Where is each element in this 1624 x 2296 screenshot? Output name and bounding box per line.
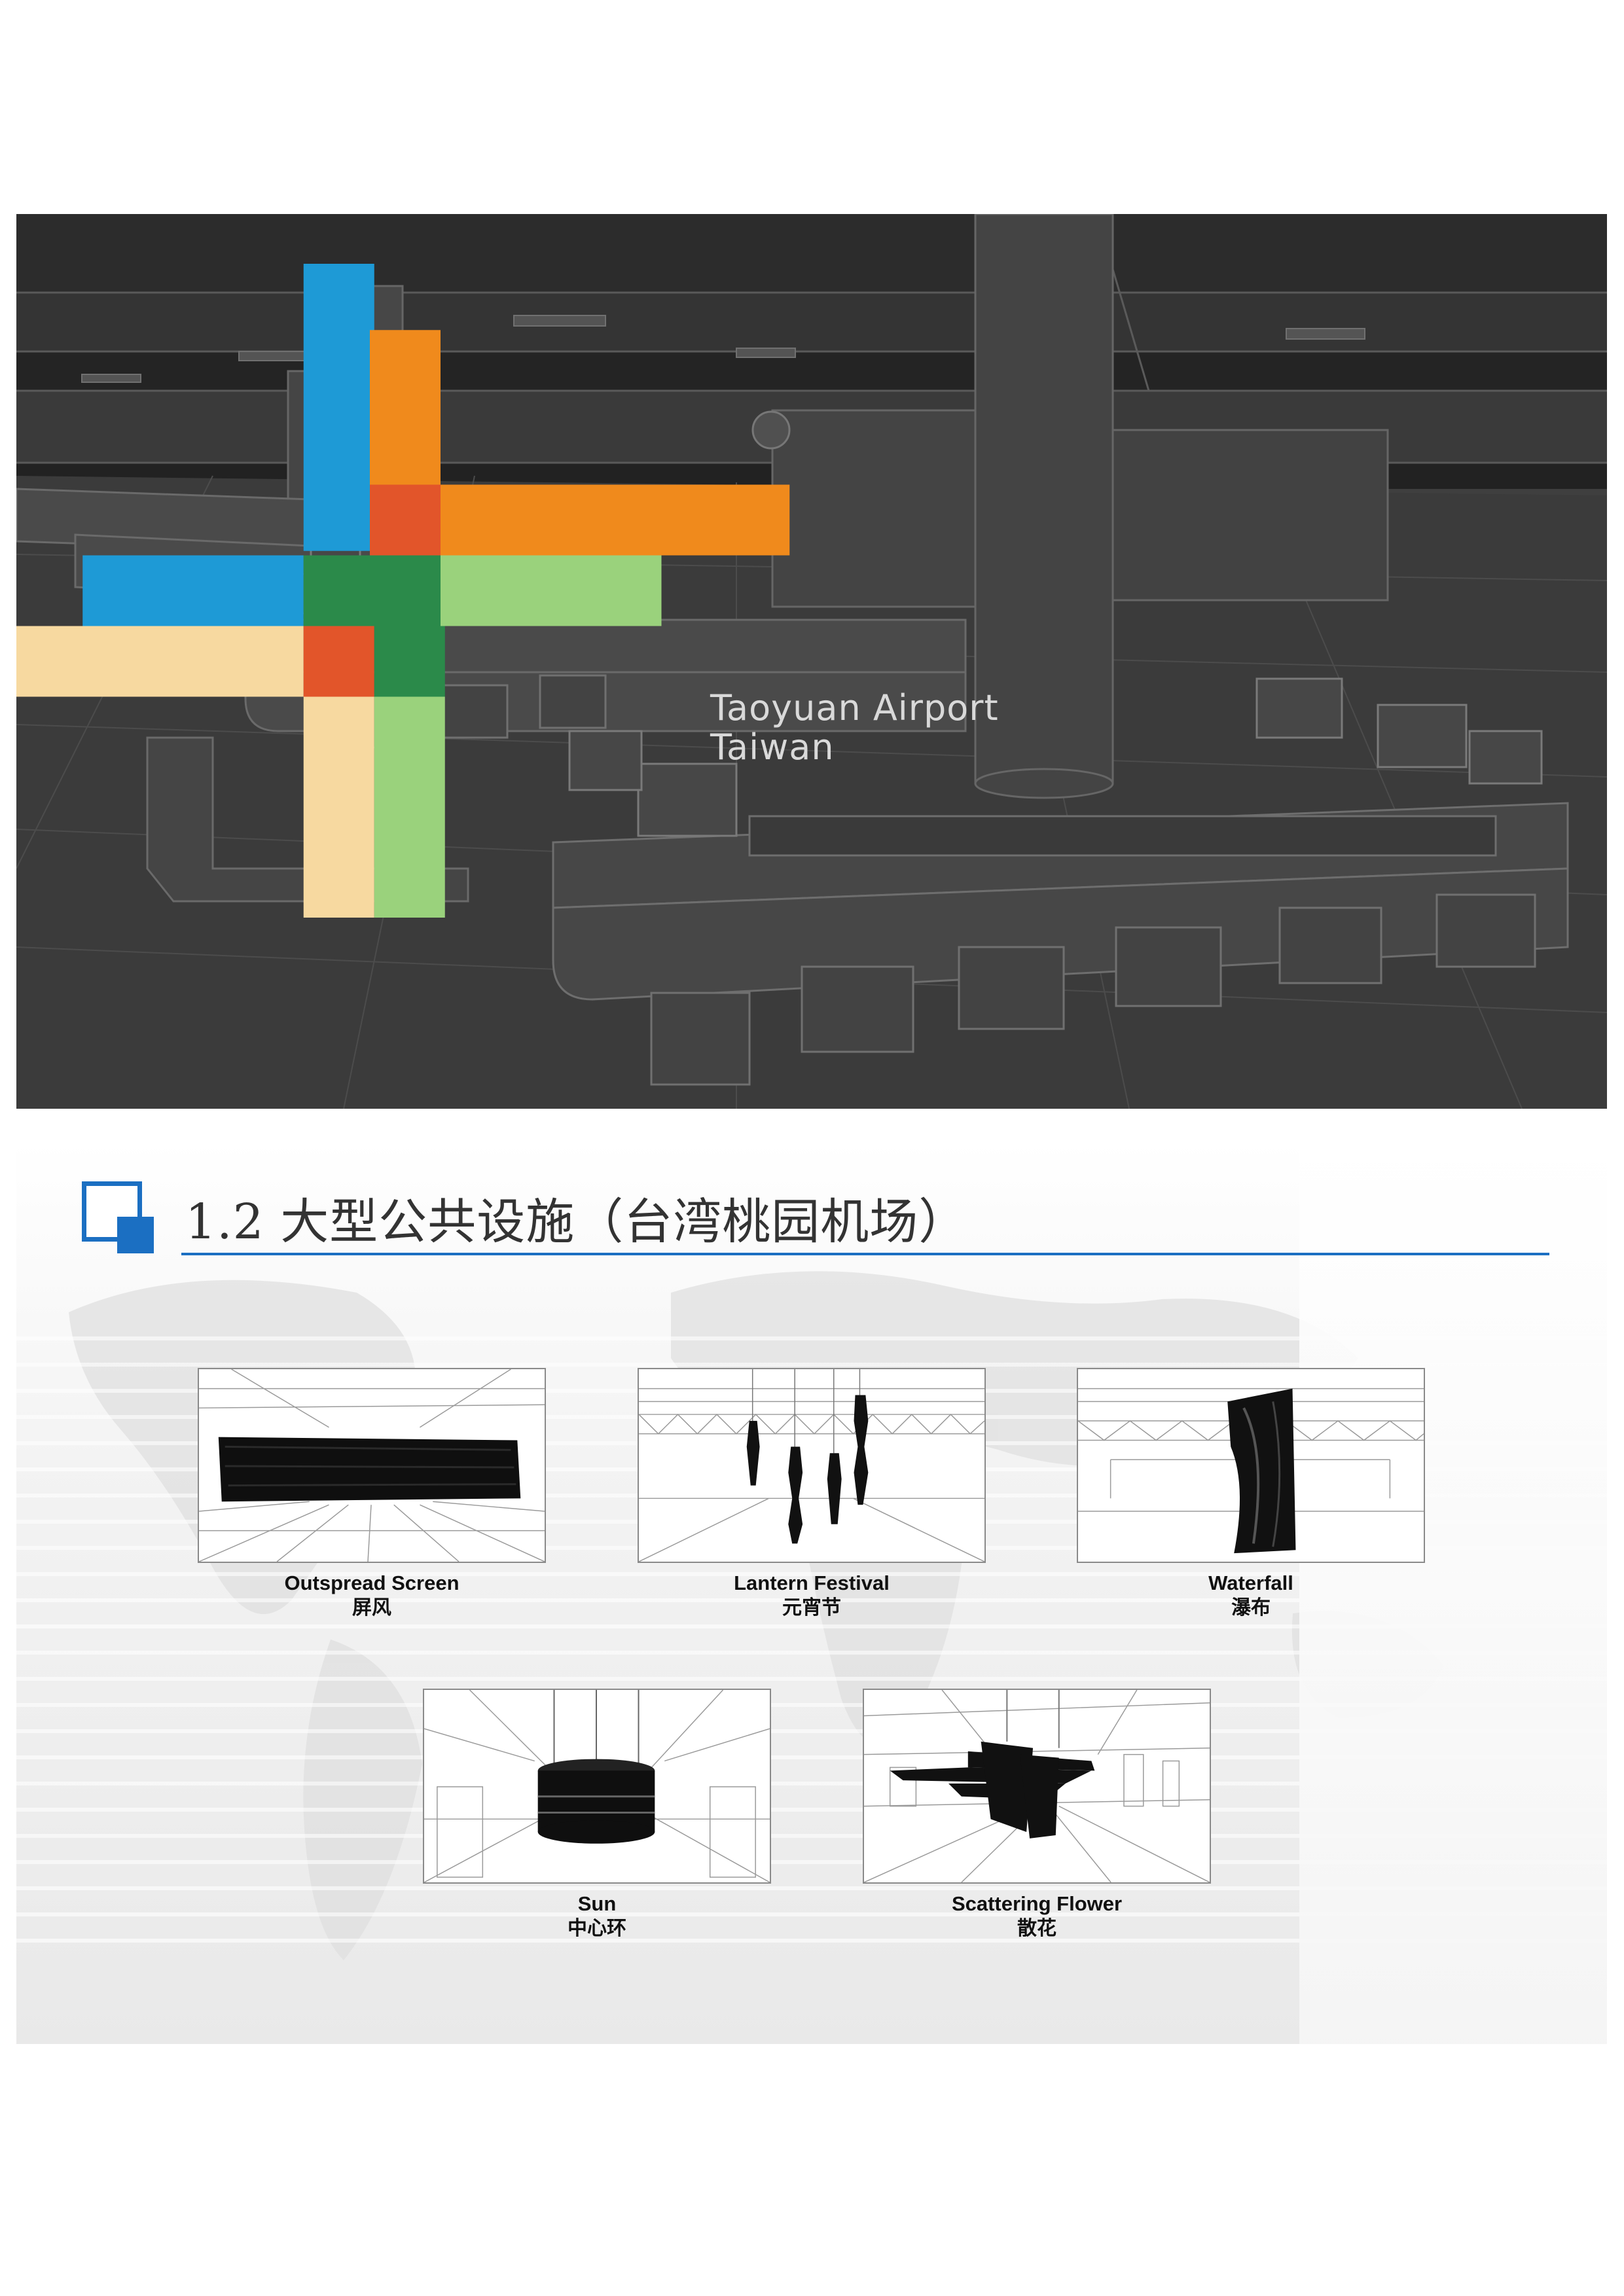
sun-image xyxy=(423,1689,771,1884)
waterfall-image xyxy=(1077,1368,1425,1563)
card-lantern-festival: Lantern Festival 元宵节 xyxy=(638,1368,986,1621)
taoyuan-airport-logo-icon xyxy=(16,214,1607,1109)
logo-line-1: Taoyuan Airport xyxy=(710,689,999,728)
card-title-cn: 元宵节 xyxy=(638,1596,986,1621)
card-outspread-screen: Outspread Screen 屏风 xyxy=(198,1368,546,1621)
card-title-cn: 瀑布 xyxy=(1077,1596,1425,1621)
public-facilities-section: 1.2 大型公共设施（台湾桃园机场） Outspread Screen 屏风 xyxy=(16,1142,1607,2044)
logo-wordmark: Taoyuan Airport Taiwan xyxy=(710,689,999,767)
card-scattering-flower: Scattering Flower 散花 xyxy=(863,1689,1211,1941)
lantern-festival-image xyxy=(638,1368,986,1563)
card-sun: Sun 中心环 xyxy=(423,1689,771,1941)
card-title-cn: 屏风 xyxy=(198,1596,546,1621)
card-title-en: Waterfall xyxy=(1077,1571,1425,1596)
section-square-icon xyxy=(82,1181,167,1260)
scattering-flower-image xyxy=(863,1689,1211,1884)
section-title: 1.2 大型公共设施（台湾桃园机场） xyxy=(185,1183,967,1253)
section-underline xyxy=(181,1253,1549,1255)
logo-line-2: Taiwan xyxy=(710,728,999,767)
card-waterfall: Waterfall 瀑布 xyxy=(1077,1368,1425,1621)
card-title-en: Scattering Flower xyxy=(863,1892,1211,1916)
hero-render-image: Taoyuan Airport Taiwan xyxy=(16,214,1607,1109)
card-title-cn: 中心环 xyxy=(423,1916,771,1941)
card-title-en: Outspread Screen xyxy=(198,1571,546,1596)
card-title-en: Sun xyxy=(423,1892,771,1916)
card-title-cn: 散花 xyxy=(863,1916,1211,1941)
outspread-screen-image xyxy=(198,1368,546,1563)
card-title-en: Lantern Festival xyxy=(638,1571,986,1596)
